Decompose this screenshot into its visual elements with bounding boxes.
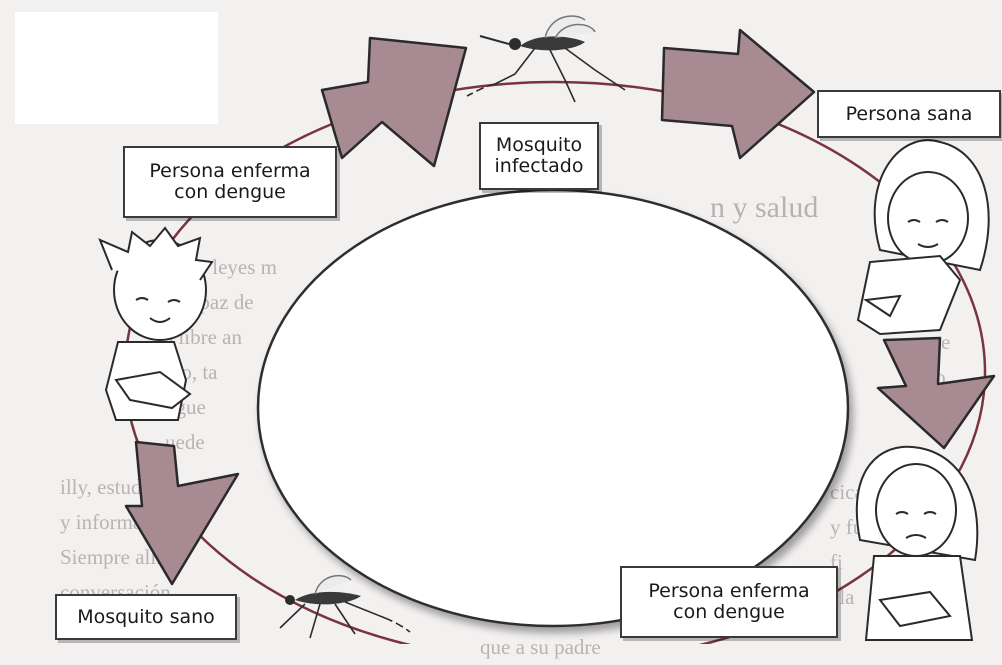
label-sick-person-right-line2: con dengue [673,601,785,623]
label-sick-person-right-line1: Persona enferma [648,580,810,602]
arrow-mosquito-to-healthy-person [660,28,816,160]
background-heading: n y salud [710,191,819,224]
label-healthy-person: Persona sana [817,90,1001,138]
sick-girl-illustration [855,445,979,641]
label-healthy-mosquito-line1: Mosquito sano [77,605,215,628]
arrow-person-to-mosquito [320,36,468,168]
healthy-girl-illustration [856,139,990,336]
background-text-line: illy, estud [60,475,142,499]
label-infected-mosquito: Mosquito infectado [479,122,599,190]
healthy-mosquito-icon [279,574,411,639]
label-sick-person-left: Persona enferma con dengue [123,146,337,218]
label-healthy-person-line1: Persona sana [845,102,973,125]
sick-boy-illustration [98,226,214,421]
arrow-healthy-to-sick-person [876,336,996,450]
label-healthy-mosquito: Mosquito sano [55,594,237,640]
center-blank-area [256,188,850,628]
blank-patch [15,12,218,124]
arrow-mosquito-to-sick-person [124,440,240,586]
label-infected-mosquito-line1: Mosquito [495,134,583,156]
cycle-graphics [98,15,996,644]
label-infected-mosquito-line2: infectado [494,155,584,177]
label-sick-person-right: Persona enferma con dengue [620,566,838,638]
label-sick-person-left-line2: con dengue [174,181,286,203]
infected-mosquito-icon [466,15,626,103]
label-sick-person-left-line1: Persona enferma [149,160,311,182]
